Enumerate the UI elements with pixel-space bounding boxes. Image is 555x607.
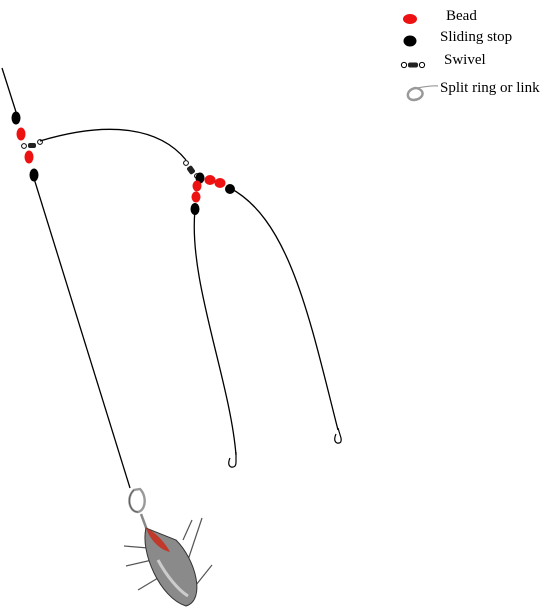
hook-icon <box>228 452 237 468</box>
main-line-lower <box>31 171 131 489</box>
split-ring-icon <box>128 487 146 514</box>
bead <box>191 191 201 203</box>
sliding-stop <box>11 111 21 125</box>
hook-icon <box>334 427 342 444</box>
swivel <box>21 139 43 149</box>
sinker <box>123 513 213 607</box>
split-ring-icon <box>406 85 439 102</box>
sliding-stop-icon <box>403 35 417 47</box>
bead <box>214 178 226 188</box>
bead <box>204 175 216 185</box>
bead-icon <box>403 14 417 24</box>
legend-label-split-ring: Split ring or link <box>440 80 540 96</box>
bead <box>24 150 34 164</box>
bead <box>16 127 26 141</box>
middle-dropper-line <box>193 209 237 456</box>
legend-label-bead: Bead <box>446 8 477 24</box>
upper-arm-line <box>39 128 187 161</box>
sliding-stop <box>225 184 235 194</box>
swivel-icon <box>400 61 426 69</box>
legend-label-swivel: Swivel <box>444 52 486 68</box>
bead <box>192 180 202 192</box>
sliding-stop <box>190 203 200 215</box>
main-line-top <box>1 67 17 113</box>
legend-label-sliding-stop: Sliding stop <box>440 29 513 45</box>
right-dropper-line <box>229 187 339 431</box>
sliding-stop <box>29 168 39 182</box>
